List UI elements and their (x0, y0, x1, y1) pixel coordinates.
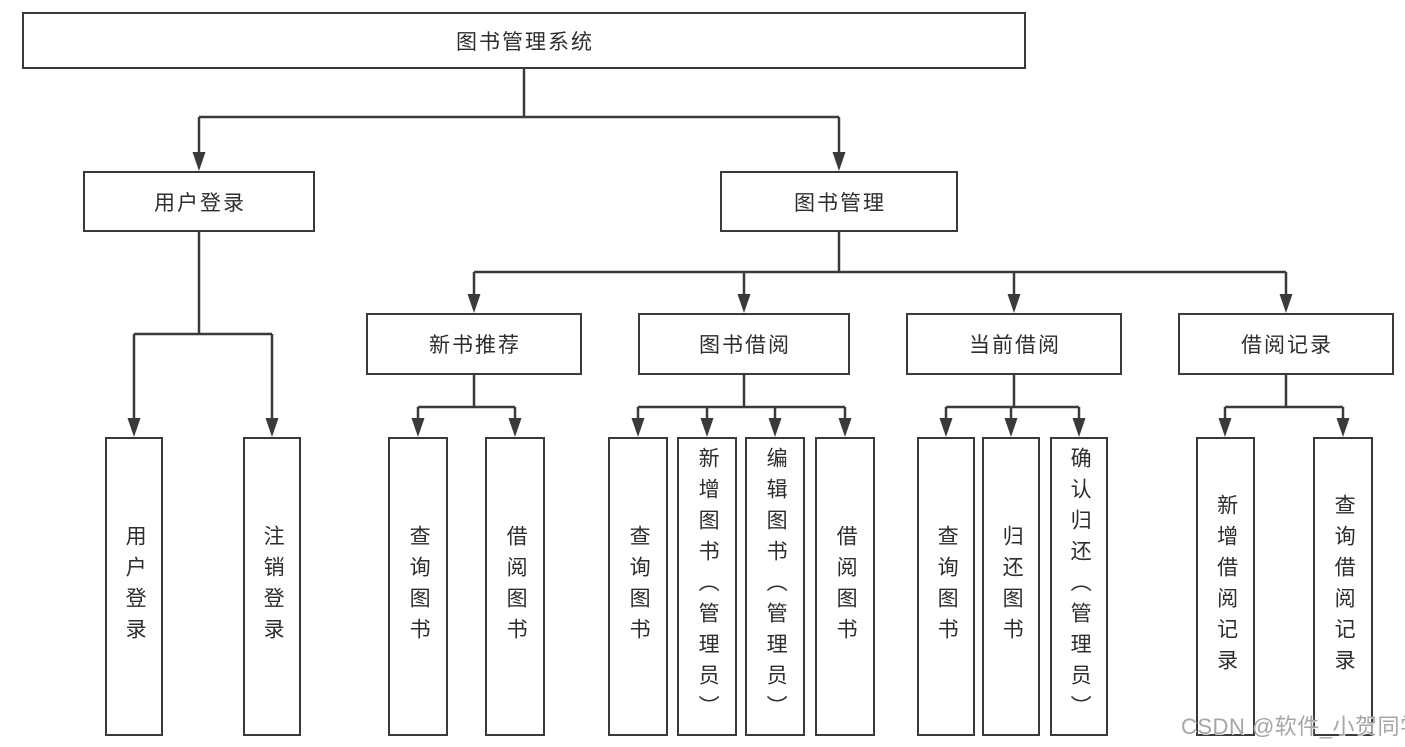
node-leaf-query-borrow-record: 查询借阅记录 (1313, 437, 1373, 736)
node-label: 用户登录 (123, 524, 147, 649)
arrowheads (127, 152, 1350, 437)
node-current-borrowing: 当前借阅 (906, 313, 1122, 375)
arrowhead (411, 418, 425, 437)
arrowhead (1336, 418, 1350, 437)
node-leaf-logout: 注销登录 (243, 437, 301, 736)
node-new-book-recommendation: 新书推荐 (366, 313, 582, 375)
node-label: 当前借阅 (969, 334, 1061, 357)
arrowhead (838, 418, 852, 437)
node-leaf-confirm-return-admin: 确认归还（管理员） (1050, 437, 1108, 736)
node-user-login: 用户登录 (83, 171, 315, 232)
node-label: 归还图书 (1000, 524, 1024, 649)
connector-borrow-record-branch (1223, 375, 1345, 421)
connector-current-borrow-branch (944, 375, 1081, 421)
arrowhead (1072, 418, 1086, 437)
arrowhead (127, 418, 141, 437)
node-label: 新增借阅记录 (1214, 493, 1238, 680)
arrowhead (832, 152, 846, 171)
node-leaf-add-borrow-record: 新增借阅记录 (1196, 437, 1255, 736)
connector-book-management-branch (472, 232, 1288, 296)
arrowhead (467, 294, 481, 313)
node-label: 借阅图书 (834, 524, 858, 649)
node-label: 图书管理 (794, 191, 886, 215)
arrowhead (1004, 418, 1018, 437)
node-label: 用户登录 (154, 191, 246, 215)
node-label: 查询图书 (935, 524, 959, 649)
connector-root-to-level2 (197, 69, 841, 153)
arrowhead (508, 418, 522, 437)
node-leaf-query-books-1: 查询图书 (388, 437, 448, 736)
arrowhead (700, 418, 714, 437)
node-label: 查询图书 (627, 524, 651, 649)
node-leaf-user-login: 用户登录 (105, 437, 163, 736)
arrowhead (1007, 294, 1021, 313)
node-leaf-return-book: 归还图书 (982, 437, 1040, 736)
node-leaf-borrow-books-2: 借阅图书 (815, 437, 875, 736)
connector-user-login-branch (132, 232, 274, 420)
node-book-management: 图书管理 (720, 171, 958, 232)
node-label: 编辑图书（管理员） (764, 447, 788, 726)
arrowhead (939, 418, 953, 437)
csdn-watermark: CSDN @软件_小贺同学 (1181, 714, 1405, 739)
node-label: 新增图书（管理员） (696, 447, 720, 726)
node-label: 确认归还（管理员） (1068, 447, 1092, 726)
node-label: 查询借阅记录 (1332, 493, 1356, 680)
node-label: 图书管理系统 (456, 30, 594, 54)
node-label: 借阅记录 (1241, 334, 1333, 357)
arrowhead (1218, 418, 1232, 437)
arrowhead (265, 418, 279, 437)
node-label: 注销登录 (261, 524, 285, 649)
node-label: 查询图书 (407, 524, 431, 649)
arrowhead (1279, 294, 1293, 313)
node-label: 新书推荐 (429, 334, 521, 357)
arrowhead (737, 294, 751, 313)
node-leaf-edit-book-admin: 编辑图书（管理员） (745, 437, 805, 736)
arrowhead (631, 418, 645, 437)
node-library-management-system: 图书管理系统 (22, 12, 1026, 69)
node-leaf-add-book-admin: 新增图书（管理员） (677, 437, 737, 736)
node-label: 借阅图书 (504, 524, 528, 649)
node-leaf-query-books-3: 查询图书 (917, 437, 975, 736)
connector-book-borrow-branch (636, 375, 847, 421)
arrowhead (768, 418, 782, 437)
node-leaf-query-books-2: 查询图书 (608, 437, 668, 736)
arrowhead (192, 152, 206, 171)
node-label: 图书借阅 (699, 334, 791, 357)
connector-new-book-branch (416, 375, 517, 421)
node-leaf-borrow-books-1: 借阅图书 (485, 437, 545, 736)
node-book-borrowing: 图书借阅 (638, 313, 850, 375)
node-borrowing-records: 借阅记录 (1178, 313, 1394, 375)
